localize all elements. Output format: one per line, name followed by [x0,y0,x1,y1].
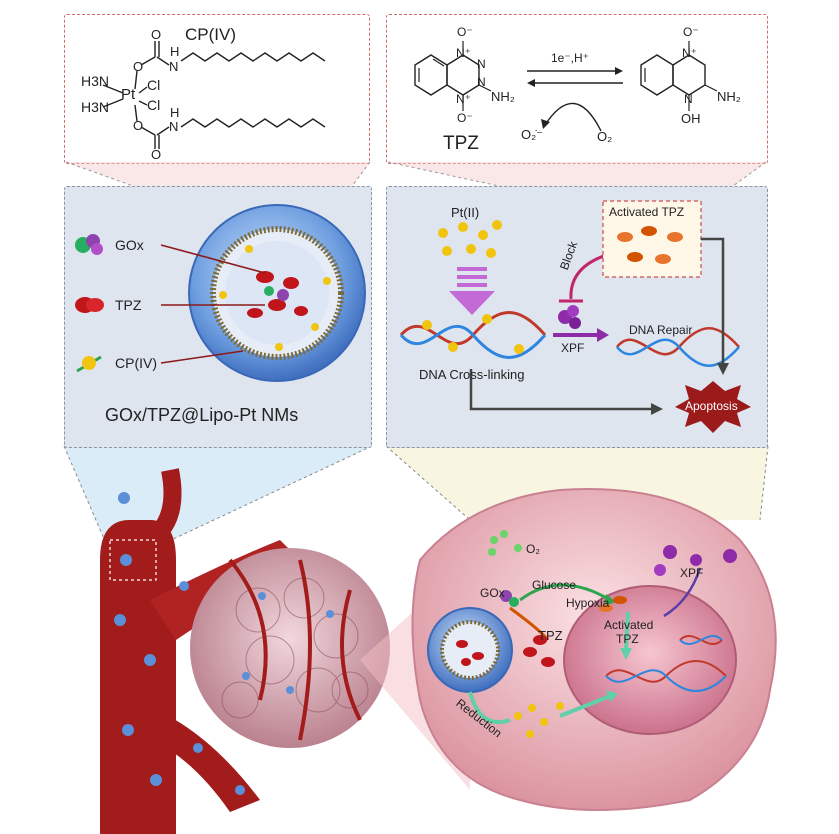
cell-xpf-label: XPF [680,566,703,580]
cell-hypoxia-label: Hypoxia [566,596,609,610]
cell-activated-tpz-line2: TPZ [616,632,639,646]
cell-gox-label: GOx [480,586,505,600]
cell-o2-label: O₂ [526,542,540,556]
cell-tpz-label: TPZ [538,628,563,643]
cell-glucose-label: Glucose [532,578,576,592]
blood-vessel-main [100,520,176,834]
cell-activated-tpz-line1: Activated [604,618,653,632]
